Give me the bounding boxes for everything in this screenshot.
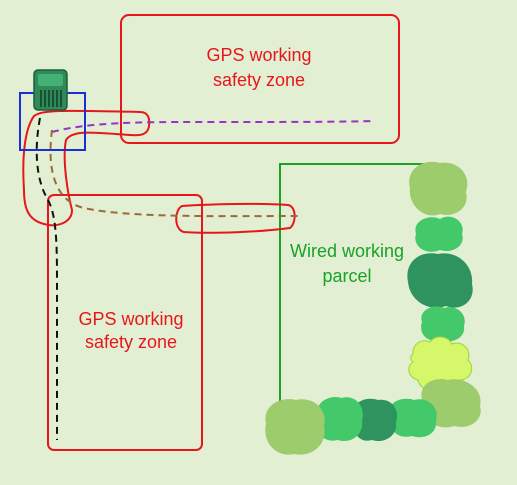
charging-station-icon	[33, 69, 68, 111]
zone-left-label-line1: GPS working	[78, 309, 183, 329]
bush-icon	[421, 306, 465, 342]
bush-row	[265, 161, 481, 455]
bush-icon	[409, 161, 468, 216]
gps-zone-left	[47, 194, 203, 451]
zone-top-label-line1: GPS working	[206, 45, 311, 65]
guide-path-purple	[51, 120, 376, 133]
gps-corridor-middle	[175, 202, 296, 234]
parcel-label-line1: Wired working	[290, 241, 404, 261]
bush-icon	[352, 398, 398, 442]
gps-zone-top	[120, 14, 400, 144]
zone-top-label-line2: safety zone	[213, 70, 305, 90]
bush-icon	[389, 398, 437, 438]
bush-icon	[265, 399, 325, 455]
zone-left-label-line2: safety zone	[85, 332, 177, 352]
bush-icon	[316, 396, 363, 442]
parcel-label-line2: parcel	[322, 266, 371, 286]
wired-parcel-border	[279, 163, 428, 410]
guide-path-brown	[49, 129, 303, 218]
gps-corridor-station-top	[22, 109, 151, 227]
bush-icon	[407, 253, 473, 308]
guide-path-black	[35, 117, 59, 440]
bush-icon	[415, 216, 463, 252]
